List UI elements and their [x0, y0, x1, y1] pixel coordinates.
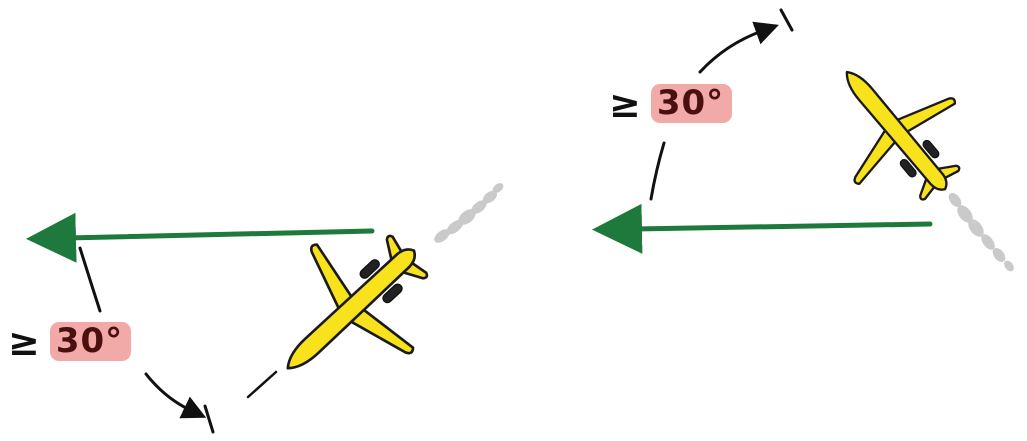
heading-tick-right	[779, 8, 794, 32]
angle-arc-right-lower	[649, 141, 666, 201]
angle-arc-right-upper	[698, 21, 779, 74]
smoke-trail-left	[434, 183, 504, 243]
scenario-right	[592, 8, 1014, 272]
heading-tick-left	[203, 404, 215, 434]
aircraft-right	[796, 29, 996, 232]
angle-label-right: ≥ 30°	[609, 81, 733, 126]
greater-equal-symbol-right: ≥	[609, 81, 641, 126]
angle-value-left: 30°	[49, 322, 132, 362]
angle-value-right: 30°	[650, 84, 733, 124]
greater-equal-symbol-left: ≥	[8, 319, 40, 364]
smoke-trail-right	[948, 192, 1014, 272]
scenario-left	[26, 183, 504, 434]
direction-arrow-right	[592, 203, 933, 254]
angle-label-left: ≥ 30°	[8, 319, 132, 364]
heading-line-left	[246, 370, 278, 399]
direction-arrow-left	[26, 212, 375, 263]
angle-arc-left-upper	[78, 246, 102, 313]
angle-arc-left-lower	[144, 372, 207, 419]
